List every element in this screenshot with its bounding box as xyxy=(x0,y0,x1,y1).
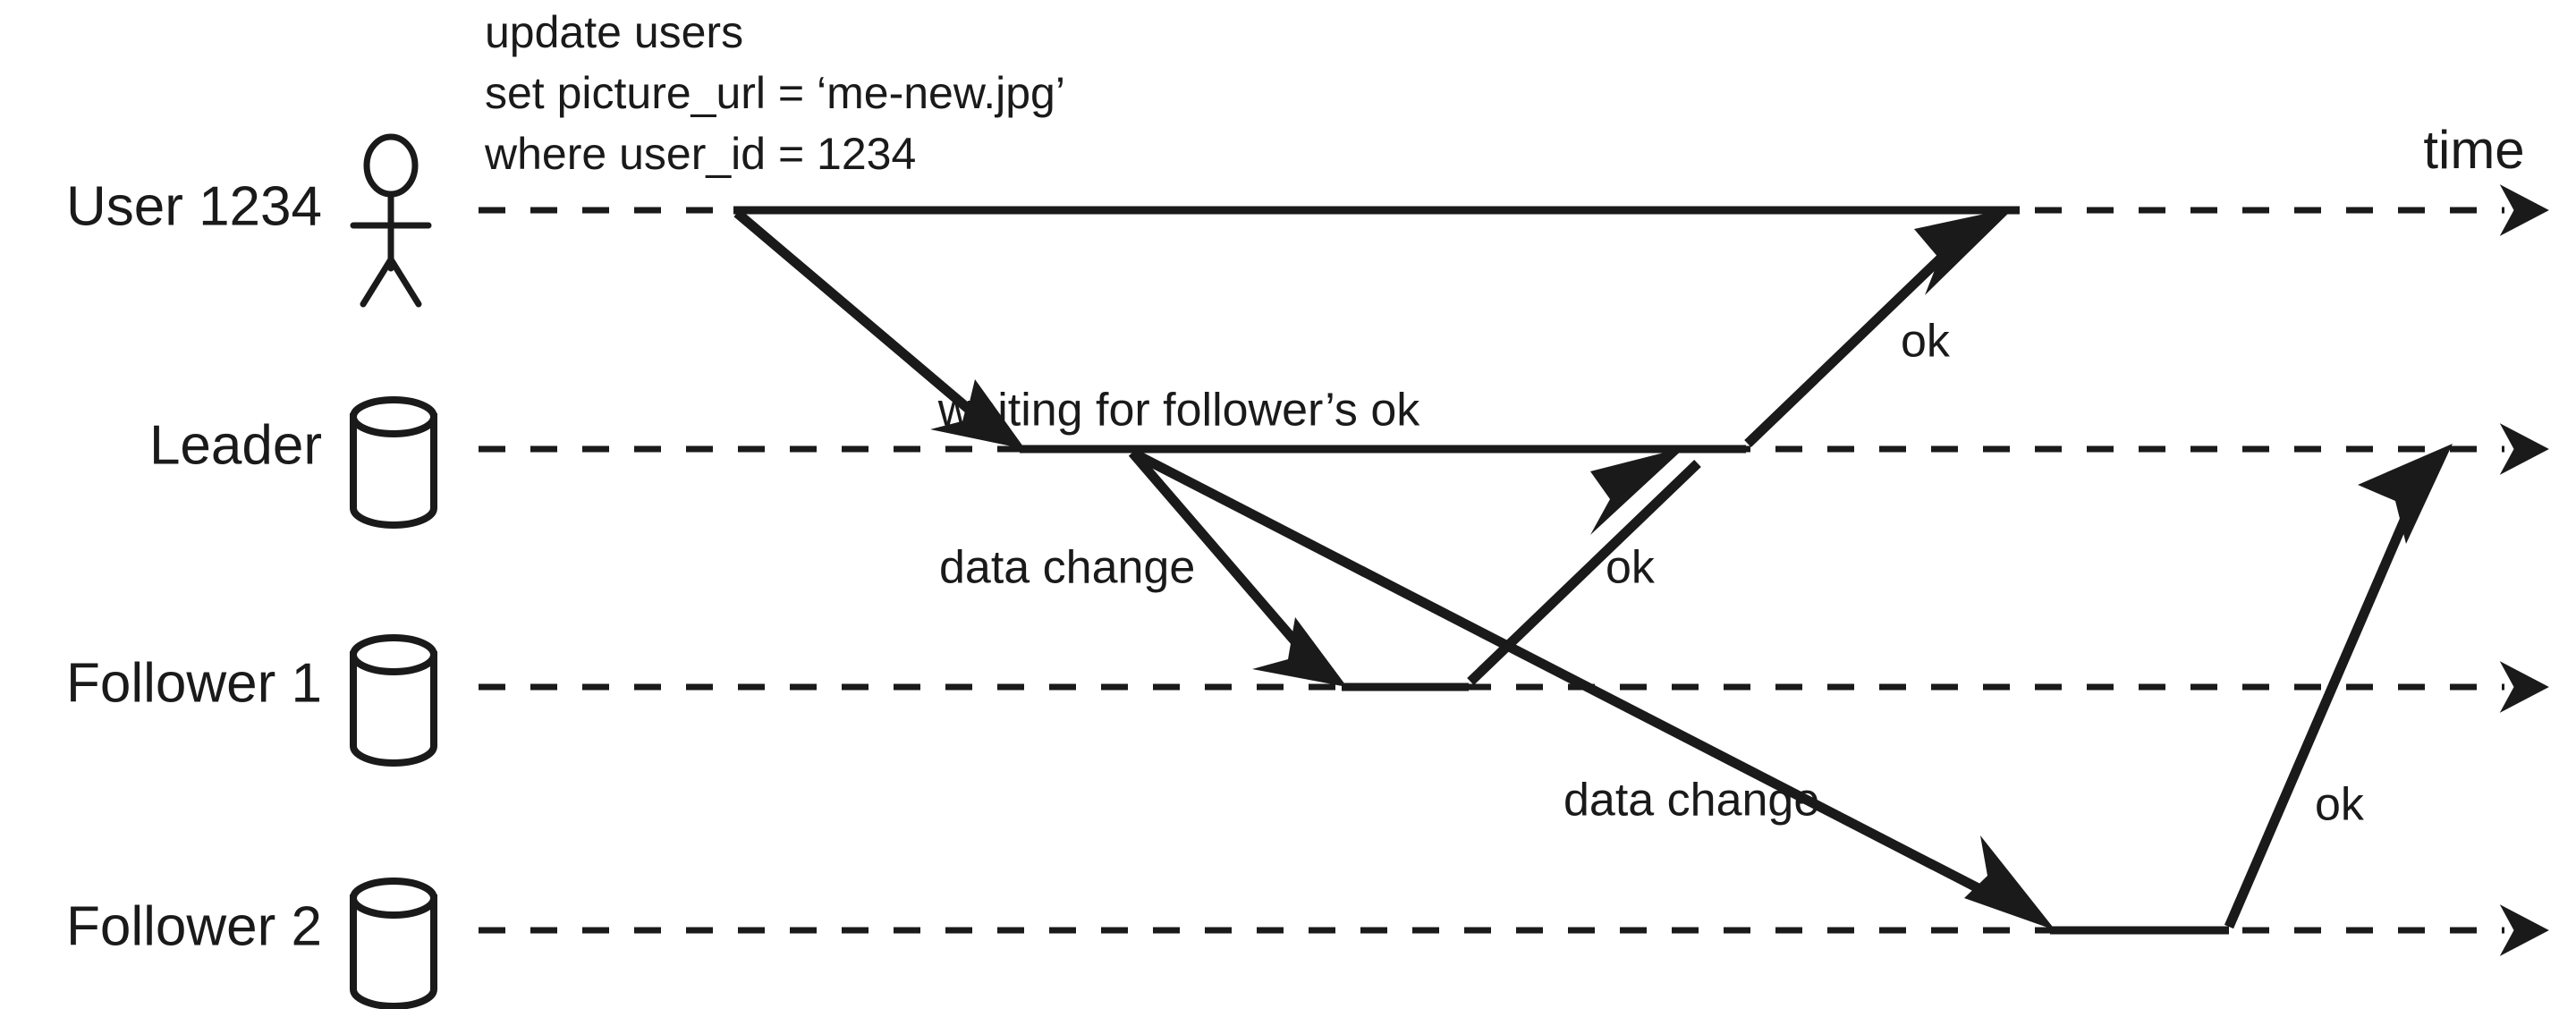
database-cylinder-icon-leader xyxy=(350,396,437,529)
participant-label-follower2: Follower 2 xyxy=(66,895,322,957)
time-axis-label: time xyxy=(2423,120,2524,180)
lifelines-group xyxy=(479,184,2549,956)
message-line-data-change-f1 xyxy=(1128,449,1326,676)
message-label-ok-f1-leader: ok xyxy=(1606,542,1656,594)
message-data-change-f1 xyxy=(1128,449,1347,687)
message-line-update-request xyxy=(733,208,1004,440)
sql-query-note: update users set picture_url = ‘me-new.j… xyxy=(484,7,1065,179)
message-ok-leader-user xyxy=(1744,208,2014,447)
arrowhead-data-change-f1 xyxy=(1252,617,1347,687)
arrowhead-ok-leader-user xyxy=(1914,208,2014,295)
message-line-ok-f1-leader xyxy=(1467,460,1701,685)
messages-group xyxy=(733,208,2453,930)
message-line-ok-f2-leader xyxy=(2224,480,2426,929)
message-label-data-change-f1: data change xyxy=(939,542,1195,594)
message-data-change-f2 xyxy=(1130,448,2055,930)
message-labels-group: waiting for follower’s ok data change da… xyxy=(937,316,2365,831)
participant-labels-group: User 1234 Leader Follower 1 Follower 2 xyxy=(66,175,322,957)
arrowhead-ok-f2-leader xyxy=(2358,444,2453,544)
database-cylinder-icon-follower1 xyxy=(350,634,437,767)
actor-stick-figure-icon xyxy=(350,133,432,308)
sql-query-line-3: where user_id = 1234 xyxy=(484,129,916,179)
arrowhead-ok-f1-leader xyxy=(1590,447,1685,535)
message-ok-f1-leader xyxy=(1467,447,1701,685)
participant-label-user: User 1234 xyxy=(66,175,322,237)
sql-query-line-2: set picture_url = ‘me-new.jpg’ xyxy=(485,68,1065,118)
participant-icons-group xyxy=(350,133,437,1009)
participant-label-follower1: Follower 1 xyxy=(66,652,322,714)
arrowhead-update-request xyxy=(930,379,1025,449)
arrowhead-data-change-f2 xyxy=(1964,835,2055,930)
database-cylinder-icon-follower2 xyxy=(350,878,437,1009)
message-ok-f2-leader xyxy=(2224,444,2453,929)
message-update-request xyxy=(733,208,1025,449)
message-label-data-change-f2: data change xyxy=(1563,775,1819,827)
message-label-ok-leader-user: ok xyxy=(1901,316,1951,368)
sql-query-line-1: update users xyxy=(485,7,743,57)
message-label-ok-f2-leader: ok xyxy=(2315,779,2365,831)
message-line-data-change-f2 xyxy=(1130,448,2031,919)
activation-segments-group xyxy=(733,206,2229,935)
participant-label-leader: Leader xyxy=(149,414,322,476)
note-label-waiting-for-ok: waiting for follower’s ok xyxy=(937,385,1421,437)
